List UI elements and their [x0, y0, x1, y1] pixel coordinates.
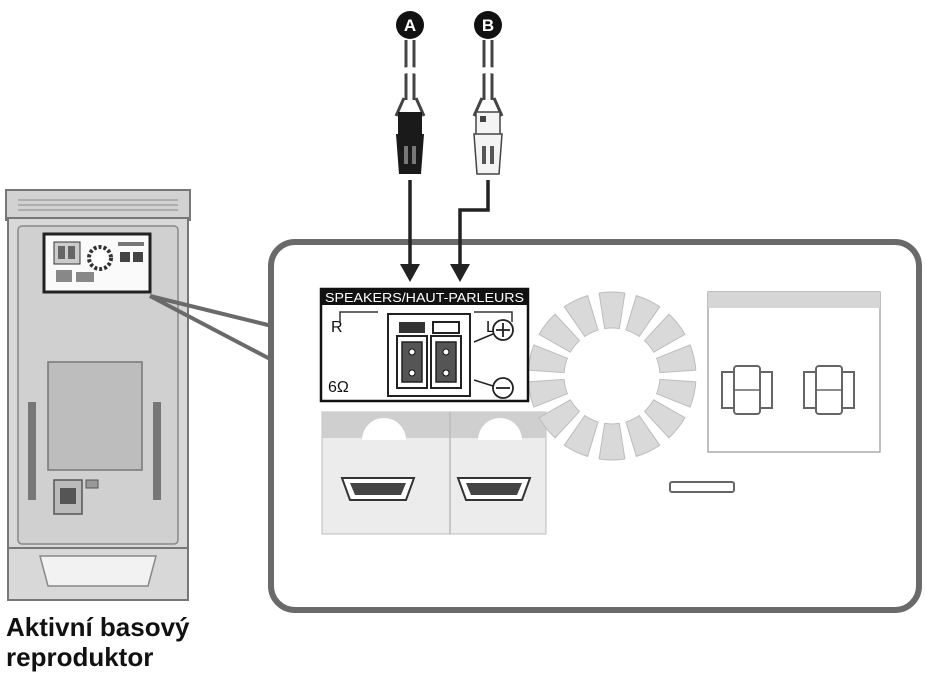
- panel-header-bar: [321, 289, 528, 305]
- plus-symbol: [492, 319, 514, 341]
- caption-line-2: reproduktor: [6, 642, 154, 672]
- vent-segment: [643, 399, 686, 439]
- left-channel-label: L: [486, 319, 495, 336]
- vent-segment: [643, 313, 686, 353]
- vent-segment: [655, 378, 697, 408]
- panel-header-text: SPEAKERS/HAUT-PARLEURS: [325, 290, 524, 305]
- connection-arrows: [408, 180, 490, 270]
- arrowhead-a: [400, 264, 420, 282]
- subwoofer-caption: Aktivní basový reproduktor: [6, 612, 190, 672]
- arrowhead-b: [450, 264, 470, 282]
- vent-ring: [527, 291, 697, 461]
- subwoofer-rear-view: [5, 189, 191, 601]
- digital-input-area: [707, 291, 881, 453]
- vent-segment: [527, 344, 569, 374]
- minus-symbol: [492, 377, 514, 399]
- magnify-callout-lines: [149, 294, 273, 362]
- vent-segment: [538, 399, 581, 439]
- marker-b-label: B: [482, 16, 494, 35]
- marker-b: B: [474, 11, 502, 39]
- vent-segment: [598, 422, 626, 461]
- vent-segment: [598, 291, 626, 330]
- optical-port-1: [721, 365, 773, 415]
- arrow-plug-b: [458, 180, 490, 270]
- usb-slot: [669, 481, 735, 493]
- vent-segment: [625, 414, 661, 458]
- hdmi-port-2: [456, 477, 532, 501]
- vent-segment: [563, 414, 599, 458]
- vent-segment: [563, 294, 599, 338]
- hdmi-area: [321, 411, 547, 535]
- vent-segment: [625, 294, 661, 338]
- vent-segment: [527, 378, 569, 408]
- right-terminal-socket: [396, 335, 428, 389]
- marker-a-label: A: [404, 16, 416, 35]
- left-terminal-socket: [430, 335, 462, 389]
- speaker-terminal-panel: SPEAKERS/HAUT-PARLEURS R L 6Ω: [319, 287, 530, 403]
- caption-line-1: Aktivní basový: [6, 612, 190, 642]
- right-channel-label: R: [331, 319, 343, 336]
- hdmi-port-1: [340, 477, 416, 501]
- vent-segment: [538, 313, 581, 353]
- plug-b: [472, 40, 504, 175]
- subwoofer-top-vent: [18, 199, 178, 211]
- subwoofer-side-vents: [28, 402, 161, 500]
- plug-a: [394, 40, 426, 174]
- impedance-label: 6Ω: [328, 379, 349, 396]
- optical-port-2: [803, 365, 855, 415]
- vent-segment: [655, 344, 697, 374]
- marker-a: A: [396, 11, 424, 39]
